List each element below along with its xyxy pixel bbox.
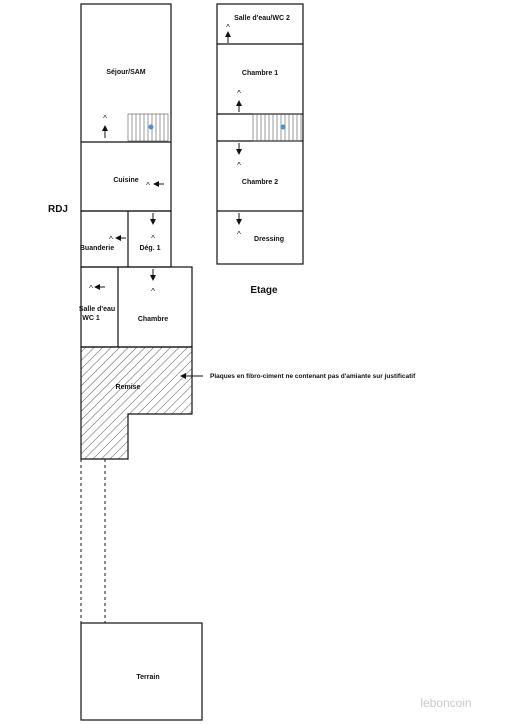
label-terrain: Terrain — [136, 674, 159, 681]
watermark: leboncoin — [420, 696, 471, 710]
stair-dot-etage — [280, 124, 286, 130]
caret-sejour: ^ — [103, 114, 107, 123]
caret-deg1: ^ — [151, 234, 155, 243]
remise-note: Plaques en fibro-ciment ne contenant pas… — [210, 373, 416, 380]
label-wc1-line1: Salle d'eau — [79, 306, 115, 313]
label-etage: Etage — [250, 285, 278, 296]
etage-floor: Salle d'eau/WC 2 ^ Chambre 1 ^ ^ Chambre… — [216, 3, 304, 265]
caret-wc2: ^ — [226, 23, 230, 32]
label-chambre2: Chambre 2 — [242, 179, 278, 186]
caret-dressing: ^ — [237, 230, 241, 239]
label-dressing: Dressing — [254, 236, 284, 243]
caret-ch2: ^ — [237, 161, 241, 170]
caret-buanderie: ^ — [109, 235, 113, 244]
label-chambre1: Chambre 1 — [242, 70, 278, 77]
label-remise: Remise — [116, 384, 141, 391]
caret-wc1: ^ — [89, 284, 93, 293]
caret-chambre: ^ — [151, 287, 155, 296]
etage-outline — [216, 3, 304, 265]
caret-cuisine: ^ — [146, 181, 150, 190]
label-cuisine: Cuisine — [113, 177, 138, 184]
buanderie-deg-outline — [80, 210, 172, 268]
label-wc2: Salle d'eau/WC 2 — [234, 15, 290, 22]
terrain-outline — [80, 622, 203, 721]
label-sejour: Séjour/SAM — [106, 69, 145, 76]
staircase-rdj — [127, 113, 169, 142]
stair-dot-rdj — [148, 124, 154, 130]
label-chambre: Chambre — [138, 316, 168, 323]
rdj-floor: Séjour/SAM ^ Cuisine ^ Buanderie ^ Dég. … — [79, 3, 203, 721]
label-wc1-line2: WC 1 — [82, 315, 100, 322]
staircase-etage — [252, 113, 302, 142]
label-buanderie: Buanderie — [80, 245, 114, 252]
caret-ch1: ^ — [237, 89, 241, 98]
label-rdj: RDJ — [48, 204, 68, 215]
label-deg1: Dég. 1 — [139, 245, 160, 252]
remise-area — [80, 346, 193, 460]
